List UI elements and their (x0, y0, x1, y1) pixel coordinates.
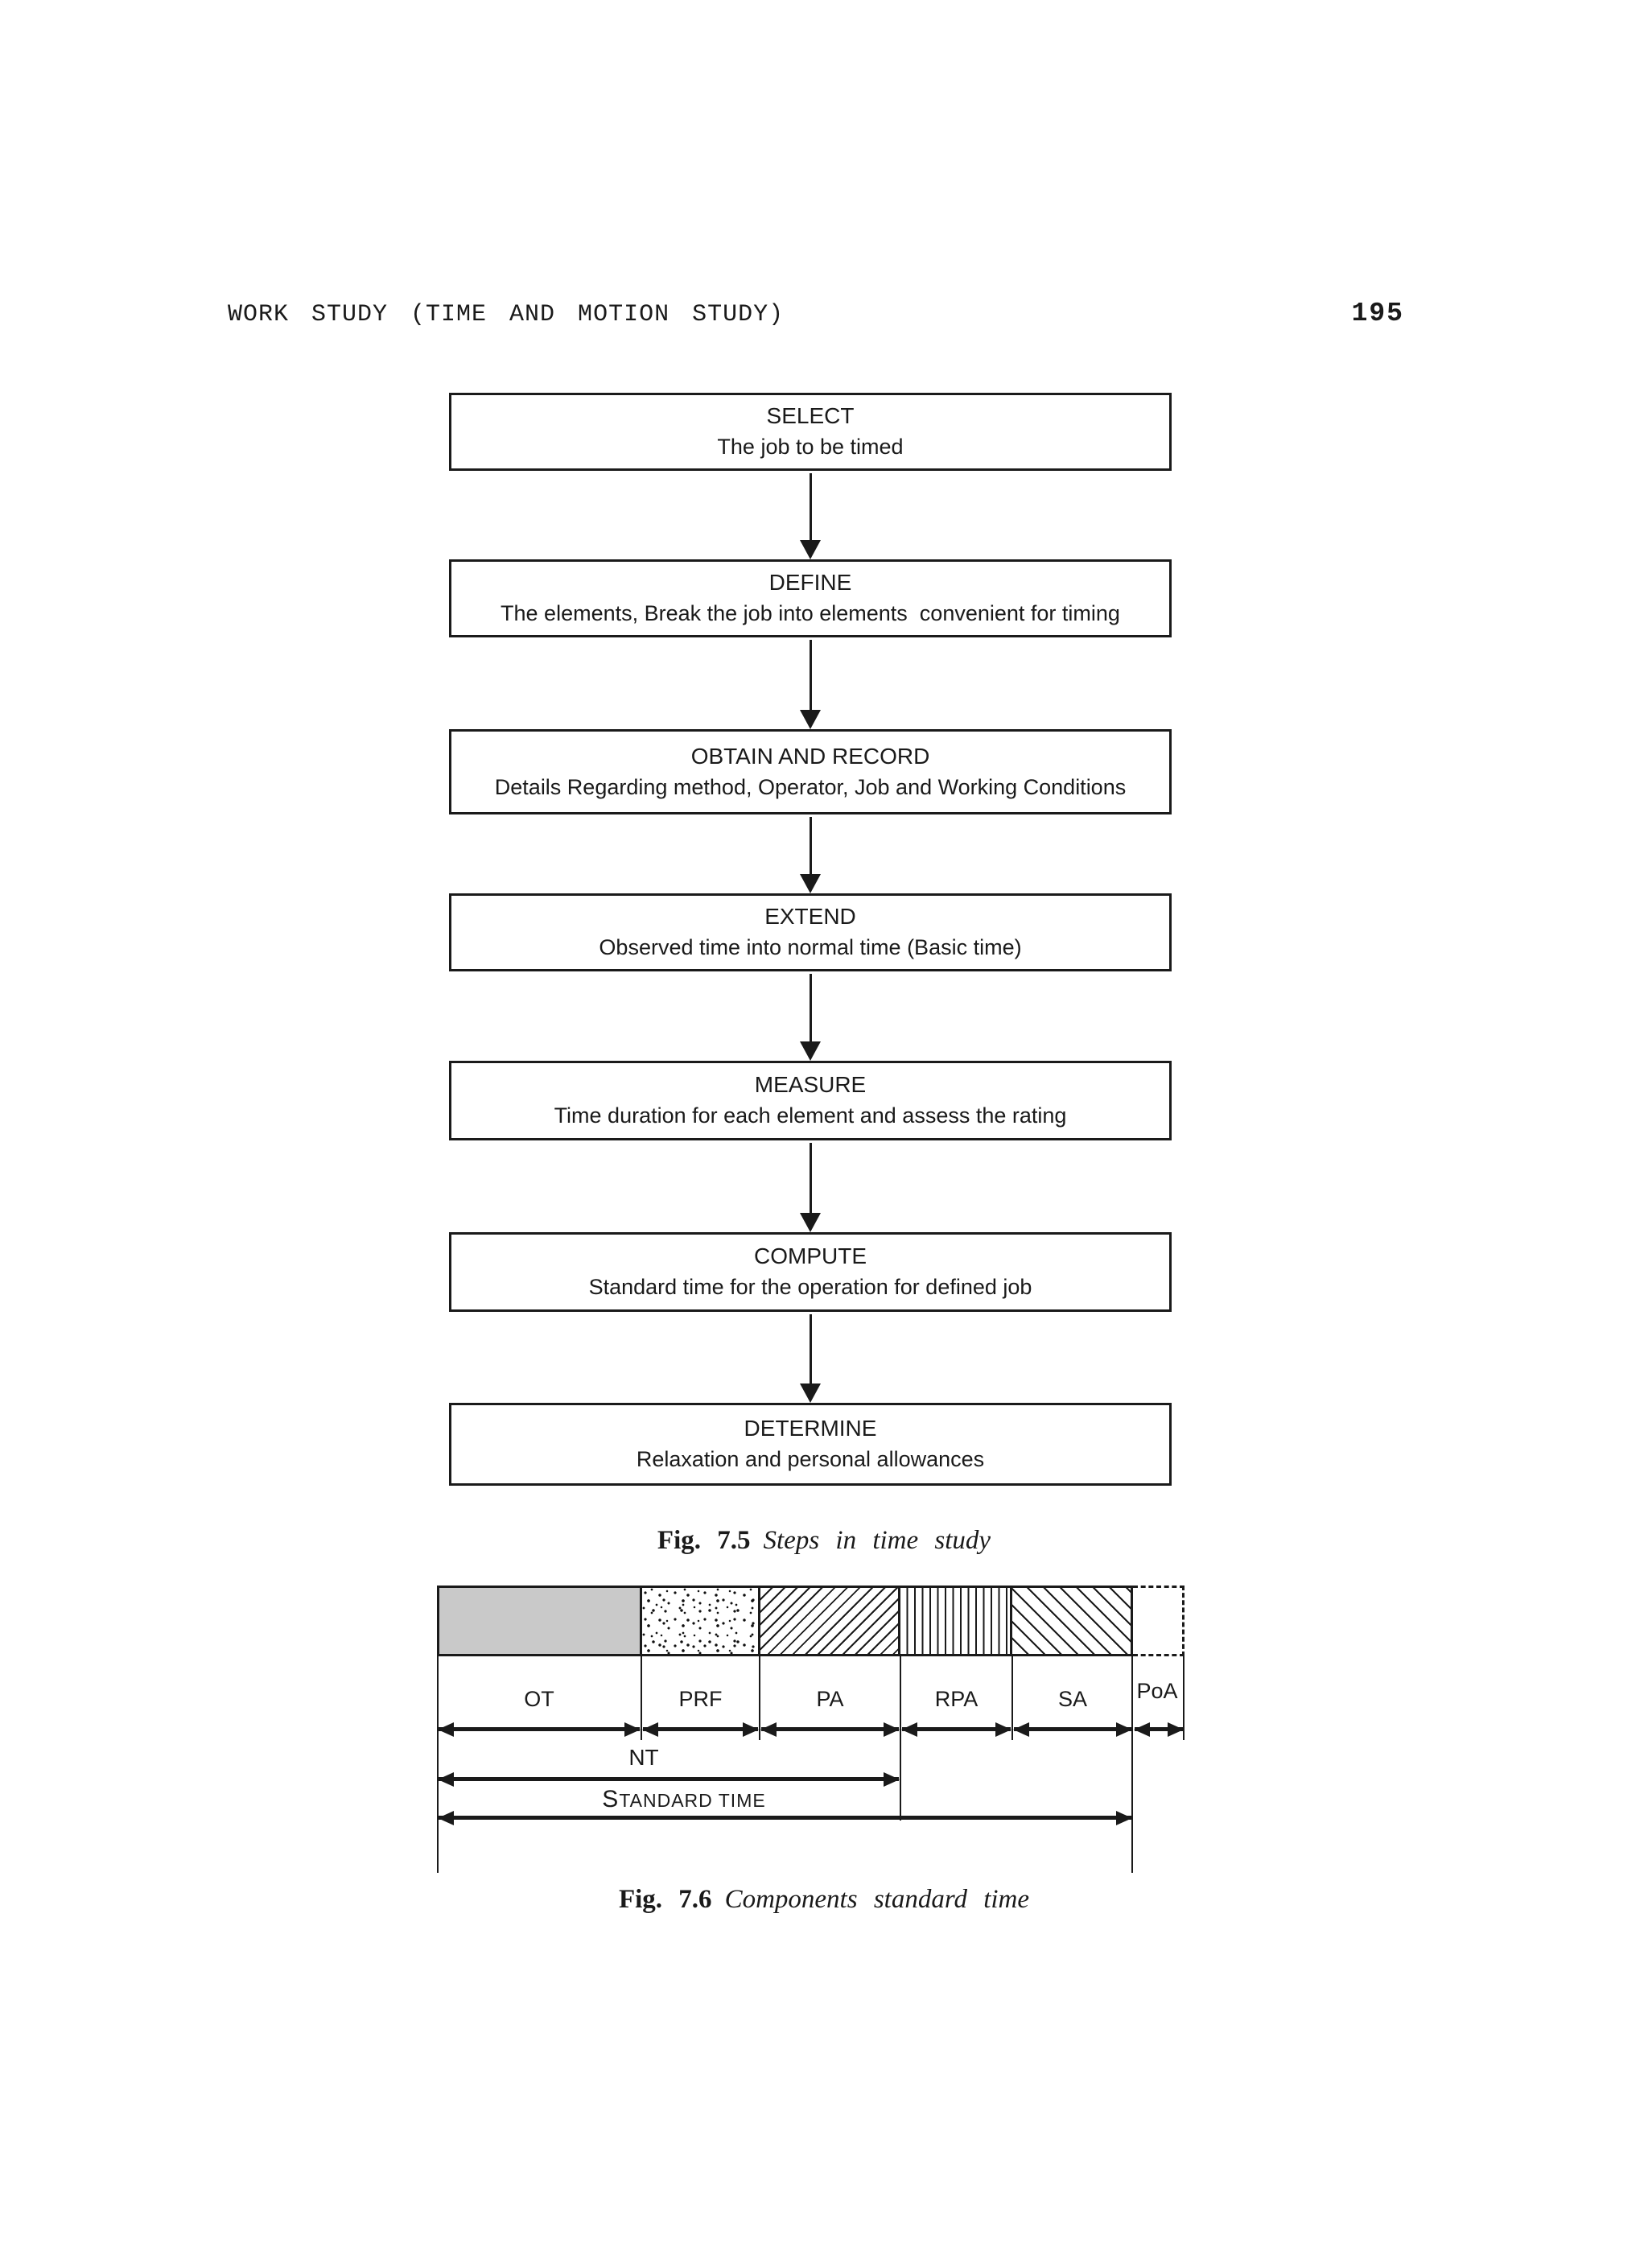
flow-step-measure: MEASURE Time duration for each element a… (449, 1061, 1172, 1140)
flow-step-title: SELECT (766, 403, 855, 429)
label-pa: PA (816, 1687, 844, 1711)
flow-step-select: SELECT The job to be timed (449, 393, 1172, 471)
flow-step-compute: COMPUTE Standard time for the operation … (449, 1232, 1172, 1312)
flow-step-subtitle: Standard time for the operation for defi… (588, 1275, 1032, 1300)
flow-step-subtitle: Relaxation and personal allowances (636, 1447, 985, 1472)
span-arrow-ot-icon (439, 1727, 640, 1731)
label-standard-time-rest: TANDARD TIME (619, 1790, 766, 1811)
flow-step-subtitle: The job to be timed (717, 435, 904, 460)
flow-step-title: EXTEND (764, 904, 856, 930)
segment-prf-pattern (639, 1588, 758, 1654)
flow-step-title: DETERMINE (744, 1416, 877, 1441)
label-sa: SA (1057, 1687, 1088, 1711)
figure-7-5-caption-label: Fig. 7.5 (657, 1526, 751, 1555)
page-number: 195 (1351, 299, 1404, 328)
flow-step-title: OBTAIN AND RECORD (690, 743, 930, 769)
flow-step-define: DEFINE The elements, Break the job into … (449, 559, 1172, 637)
tick-line-prf-pa (759, 1656, 760, 1740)
segment-ot-pattern (439, 1588, 640, 1654)
tick-line-rpa-sa (1011, 1656, 1013, 1740)
flow-step-subtitle: Observed time into normal time (Basic ti… (599, 935, 1022, 960)
flow-step-title: MEASURE (754, 1072, 867, 1098)
span-arrow-sa-icon (1014, 1727, 1131, 1731)
page-header-title: WORK STUDY (TIME AND MOTION STUDY) (228, 301, 785, 328)
span-arrow-standard-time-icon (439, 1816, 1131, 1820)
flow-step-subtitle: Time duration for each element and asses… (554, 1103, 1067, 1128)
segment-poa-dashed-box (1133, 1586, 1184, 1656)
figure-7-6-caption-text: Components standard time (724, 1885, 1030, 1914)
tick-line-poa-end (1183, 1656, 1184, 1740)
flow-step-title: COMPUTE (754, 1243, 867, 1269)
label-standard-time: STANDARD TIME (483, 1786, 885, 1813)
flow-step-title: DEFINE (768, 570, 852, 596)
flow-step-obtain-and-record: OBTAIN AND RECORD Details Regarding meth… (449, 729, 1172, 814)
label-poa: PoA (1136, 1679, 1178, 1703)
span-arrow-prf-icon (643, 1727, 758, 1731)
segment-rpa-pattern (898, 1588, 1011, 1654)
tick-line-sa-end (1131, 1656, 1133, 1873)
span-arrow-poa-icon (1135, 1727, 1183, 1731)
figure-7-6-caption-label: Fig. 7.6 (618, 1885, 712, 1914)
tick-line-ot-prf (641, 1656, 642, 1740)
span-arrow-nt-icon (439, 1777, 899, 1781)
label-ot: OT (524, 1687, 554, 1711)
flow-step-subtitle: Details Regarding method, Operator, Job … (494, 774, 1127, 799)
flow-step-subtitle: The elements, Break the job into element… (501, 601, 1120, 626)
label-standard-time-initial: S (602, 1786, 620, 1812)
segment-sa-pattern (1010, 1588, 1131, 1654)
standard-time-bar (437, 1586, 1133, 1656)
figure-7-6-caption: Fig. 7.6 Components standard time (0, 1885, 1648, 1915)
flow-step-determine: DETERMINE Relaxation and personal allowa… (449, 1403, 1172, 1486)
flow-step-extend: EXTEND Observed time into normal time (B… (449, 893, 1172, 971)
span-arrow-rpa-icon (902, 1727, 1011, 1731)
label-nt: NT (628, 1745, 659, 1770)
tick-line-left-edge (437, 1656, 439, 1873)
segment-pa-pattern (757, 1588, 899, 1654)
label-rpa: RPA (934, 1687, 978, 1711)
figure-7-5-caption: Fig. 7.5 Steps in time study (0, 1526, 1648, 1556)
figure-7-5-caption-text: Steps in time study (763, 1526, 991, 1555)
label-prf: PRF (678, 1687, 723, 1711)
span-arrow-pa-icon (761, 1727, 899, 1731)
tick-line-pa-rpa (900, 1656, 901, 1821)
